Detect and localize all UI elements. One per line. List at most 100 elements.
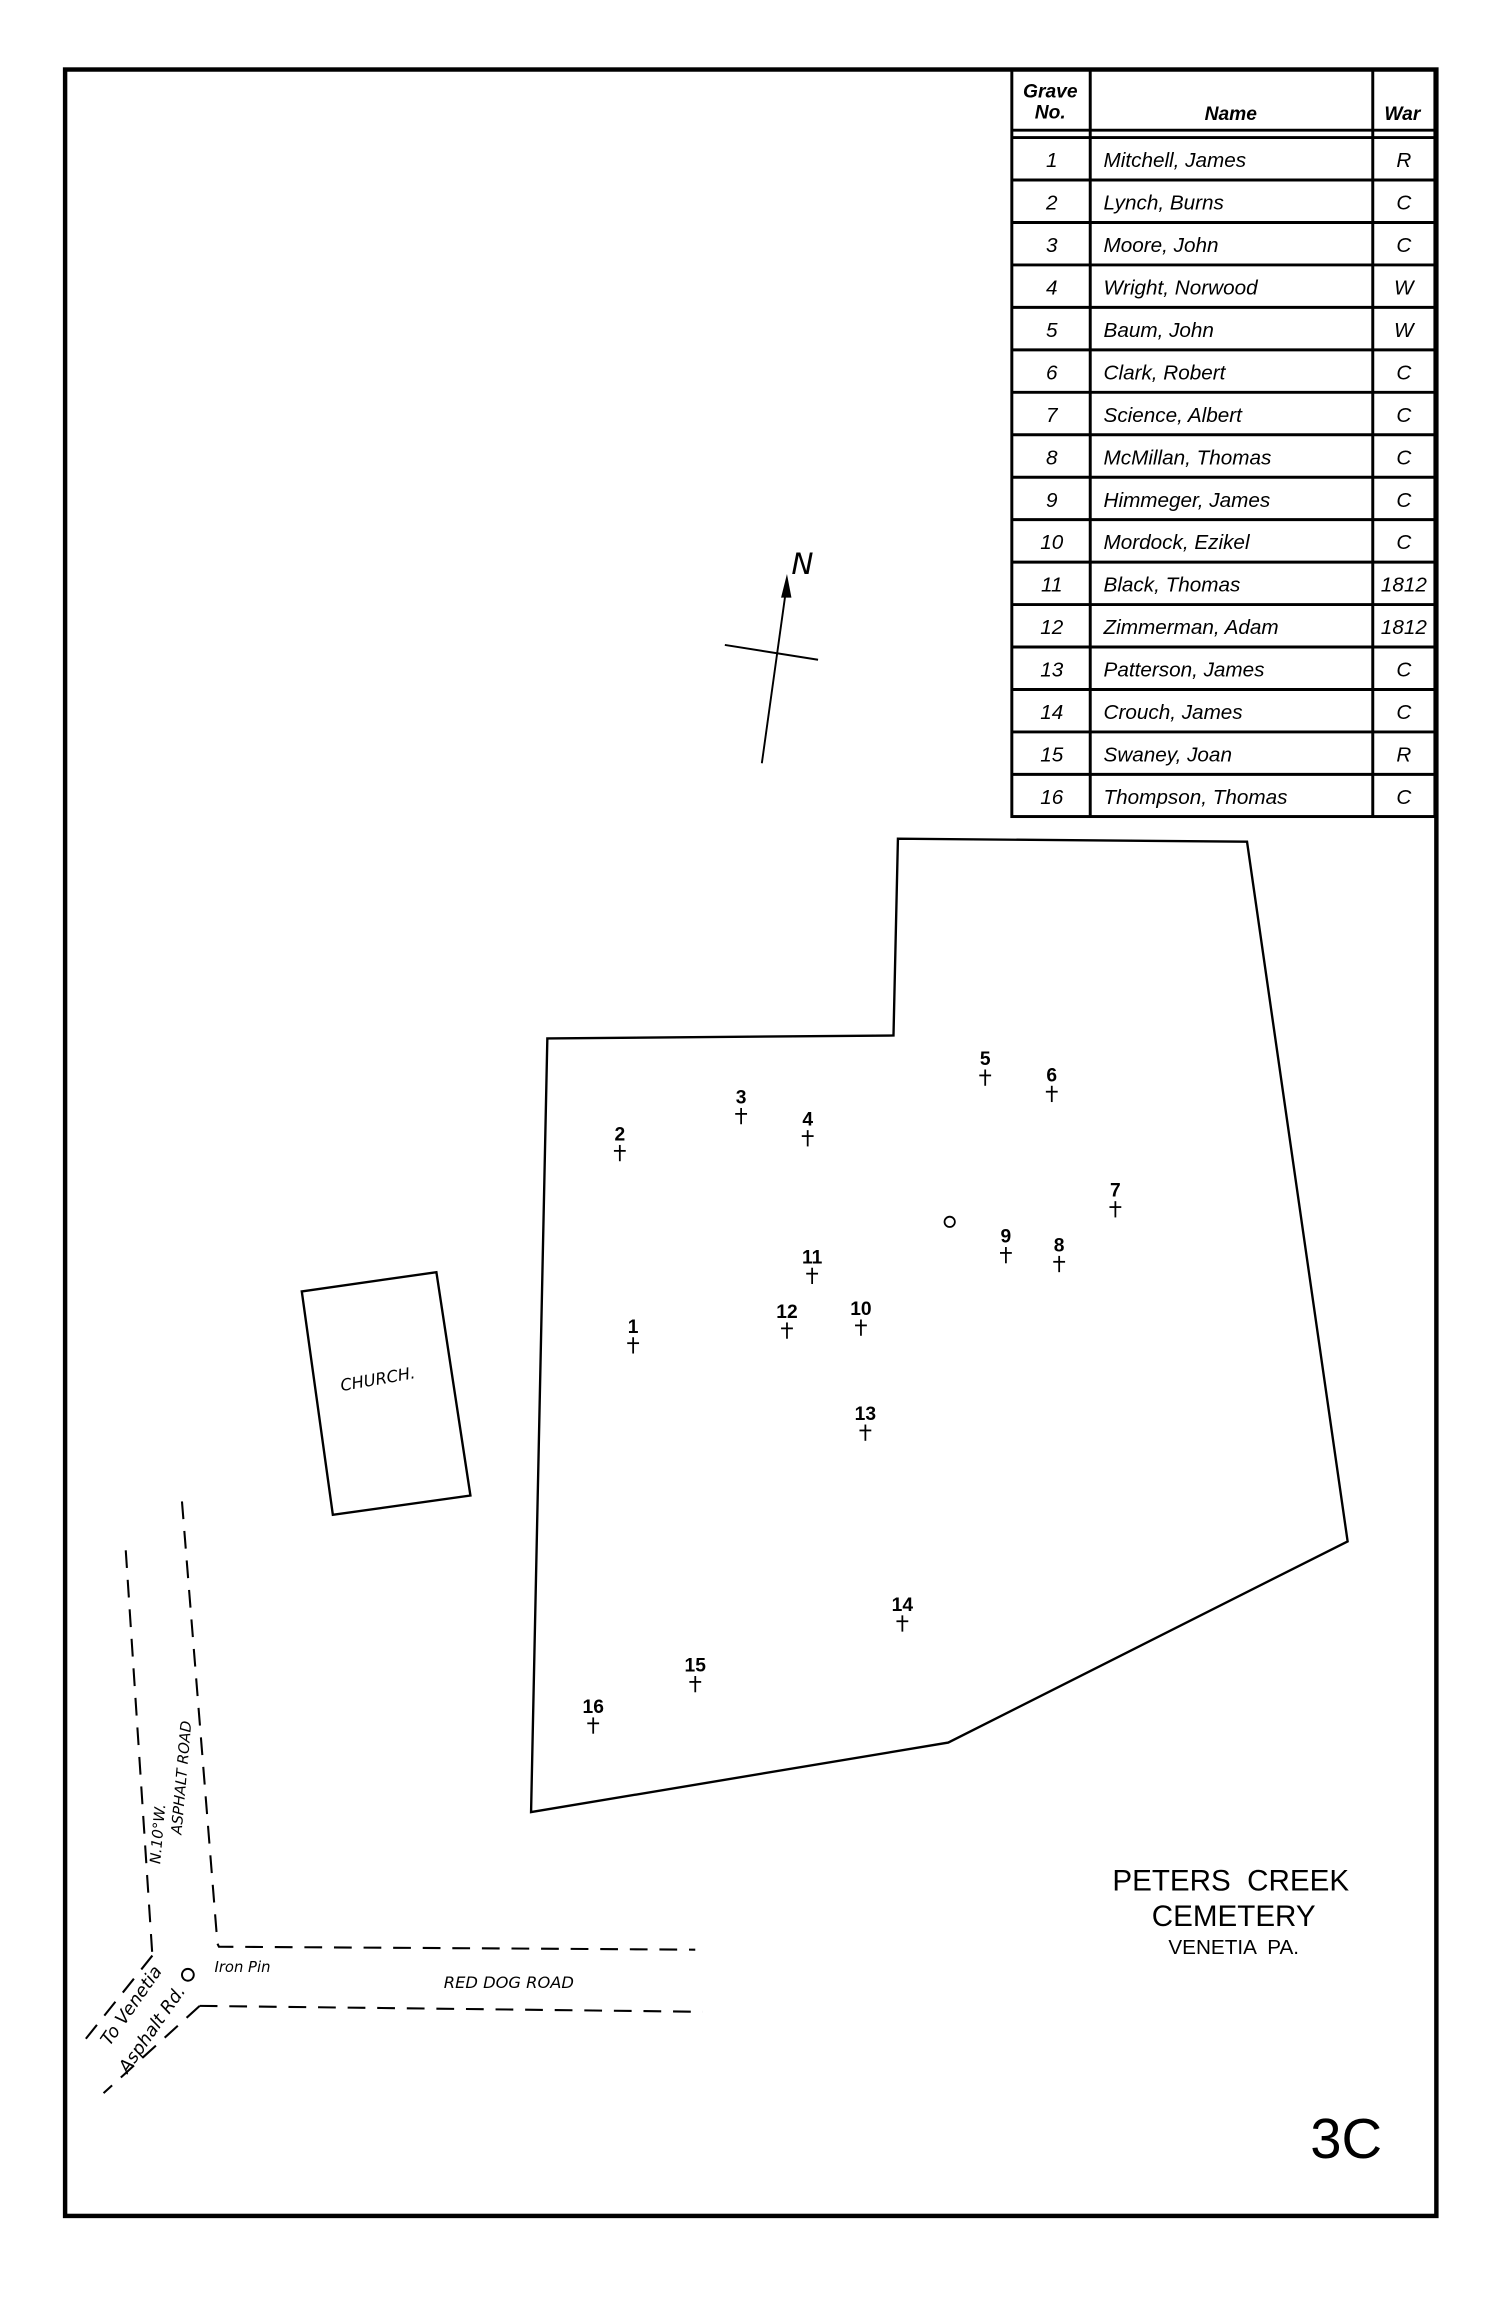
grave-name: Mitchell, James — [1104, 149, 1247, 172]
iron-pin-label: Iron Pin — [215, 1959, 271, 1976]
table-row: 4 Wright, Norwood W — [1011, 277, 1435, 309]
grave-number: 12 — [1040, 616, 1064, 639]
grave-number: 7 — [1046, 404, 1059, 427]
grave-number: 13 — [1040, 659, 1064, 682]
grave-number: 15 — [1040, 744, 1064, 767]
grave-label: 11 — [802, 1247, 823, 1268]
cross-icon — [999, 1247, 1012, 1264]
church: CHURCH. — [300, 1270, 472, 1517]
cross-icon — [1053, 1255, 1066, 1273]
grave-war: W — [1394, 277, 1416, 300]
grave-marker: 14 — [892, 1595, 913, 1632]
grave-marker: 8 — [1053, 1235, 1066, 1273]
sheet-border — [62, 67, 1439, 2219]
table-row: 16 Thompson, Thomas C — [1040, 786, 1412, 809]
grave-number: 8 — [1046, 446, 1058, 469]
cross-icon — [801, 1130, 814, 1147]
grave-number: 4 — [1046, 277, 1058, 300]
grave-war: C — [1396, 361, 1412, 384]
header-war: War — [1384, 104, 1421, 125]
grave-name: Lynch, Burns — [1104, 192, 1224, 215]
grave-war: C — [1396, 489, 1412, 512]
grave-label: 4 — [802, 1110, 813, 1131]
grave-name: Crouch, James — [1104, 701, 1243, 724]
grave-name: McMillan, Thomas — [1104, 446, 1272, 469]
grave-marker: 15 — [685, 1656, 706, 1693]
grave-marker: 5 — [979, 1049, 992, 1086]
grave-name: Baum, John — [1104, 319, 1214, 342]
cross-icon — [1109, 1201, 1122, 1218]
grave-label: 7 — [1110, 1181, 1121, 1202]
cross-icon — [979, 1069, 992, 1086]
cross-icon — [1045, 1085, 1058, 1103]
marker-circle — [943, 1215, 956, 1228]
grave-marker: 6 — [1045, 1065, 1058, 1103]
grave-war: C — [1396, 404, 1412, 427]
roads — [80, 1501, 703, 2094]
grave-marker: 13 — [855, 1404, 876, 1441]
sheet-id: 3C — [1310, 2107, 1382, 2170]
iron-pin-icon — [181, 1967, 195, 1982]
grave-number: 16 — [1040, 786, 1064, 809]
grave-number: 10 — [1040, 531, 1064, 554]
grave-label: 2 — [614, 1125, 625, 1146]
asphalt-road-label: ASPHALT ROAD — [168, 1720, 195, 1836]
grave-label: 3 — [736, 1088, 747, 1109]
grave-name: Moore, John — [1104, 234, 1219, 257]
north-arrow: N — [724, 547, 819, 764]
grave-label: 9 — [1001, 1227, 1012, 1248]
grave-label: 1 — [628, 1317, 639, 1338]
grave-marker: 3 — [735, 1088, 748, 1125]
grave-number: 1 — [1046, 149, 1058, 172]
grave-war: C — [1396, 531, 1412, 554]
cross-icon — [781, 1322, 793, 1339]
title-line1: PETERS CREEK — [1112, 1864, 1349, 1897]
grave-name: Wright, Norwood — [1104, 277, 1260, 300]
cross-icon — [896, 1615, 909, 1632]
grave-marker: 11 — [802, 1247, 823, 1284]
grave-war: C — [1396, 659, 1412, 682]
grave-number: 11 — [1041, 574, 1062, 597]
grave-label: 5 — [980, 1049, 991, 1070]
cross-icon — [806, 1267, 819, 1284]
table-row: 10 Mordock, Ezikel C — [1011, 531, 1435, 564]
cross-icon — [587, 1717, 600, 1734]
grave-label: 6 — [1046, 1065, 1057, 1086]
grave-name: Science, Albert — [1104, 404, 1244, 427]
title-line3: VENETIA PA. — [1168, 1936, 1299, 1959]
grave-marker: 16 — [583, 1697, 604, 1734]
grave-war: C — [1396, 446, 1412, 469]
cross-icon — [627, 1337, 640, 1354]
red-dog-road-label: RED DOG ROAD — [444, 1973, 574, 1992]
header-no: No. — [1035, 102, 1066, 123]
grave-marker: 12 — [776, 1302, 798, 1339]
grave-number: 5 — [1046, 319, 1058, 342]
header-name: Name — [1205, 104, 1258, 125]
table-row: 13 Patterson, James C — [1011, 659, 1435, 691]
grave-label: 8 — [1054, 1235, 1065, 1256]
grave-name: Black, Thomas — [1104, 574, 1241, 597]
cross-icon — [613, 1144, 626, 1162]
grave-war: C — [1396, 786, 1412, 809]
grave-number: 3 — [1046, 234, 1058, 257]
grave-name: Thompson, Thomas — [1104, 786, 1288, 809]
grave-number: 6 — [1046, 361, 1058, 384]
grave-name: Mordock, Ezikel — [1104, 531, 1251, 554]
grave-marker: 2 — [613, 1125, 626, 1162]
grave-label: 16 — [583, 1697, 604, 1718]
grave-name: Patterson, James — [1104, 659, 1265, 682]
grave-war: R — [1396, 744, 1411, 767]
cross-icon — [855, 1319, 867, 1336]
cross-icon — [859, 1424, 872, 1441]
grave-war: C — [1396, 192, 1412, 215]
grave-number: 2 — [1045, 192, 1058, 215]
